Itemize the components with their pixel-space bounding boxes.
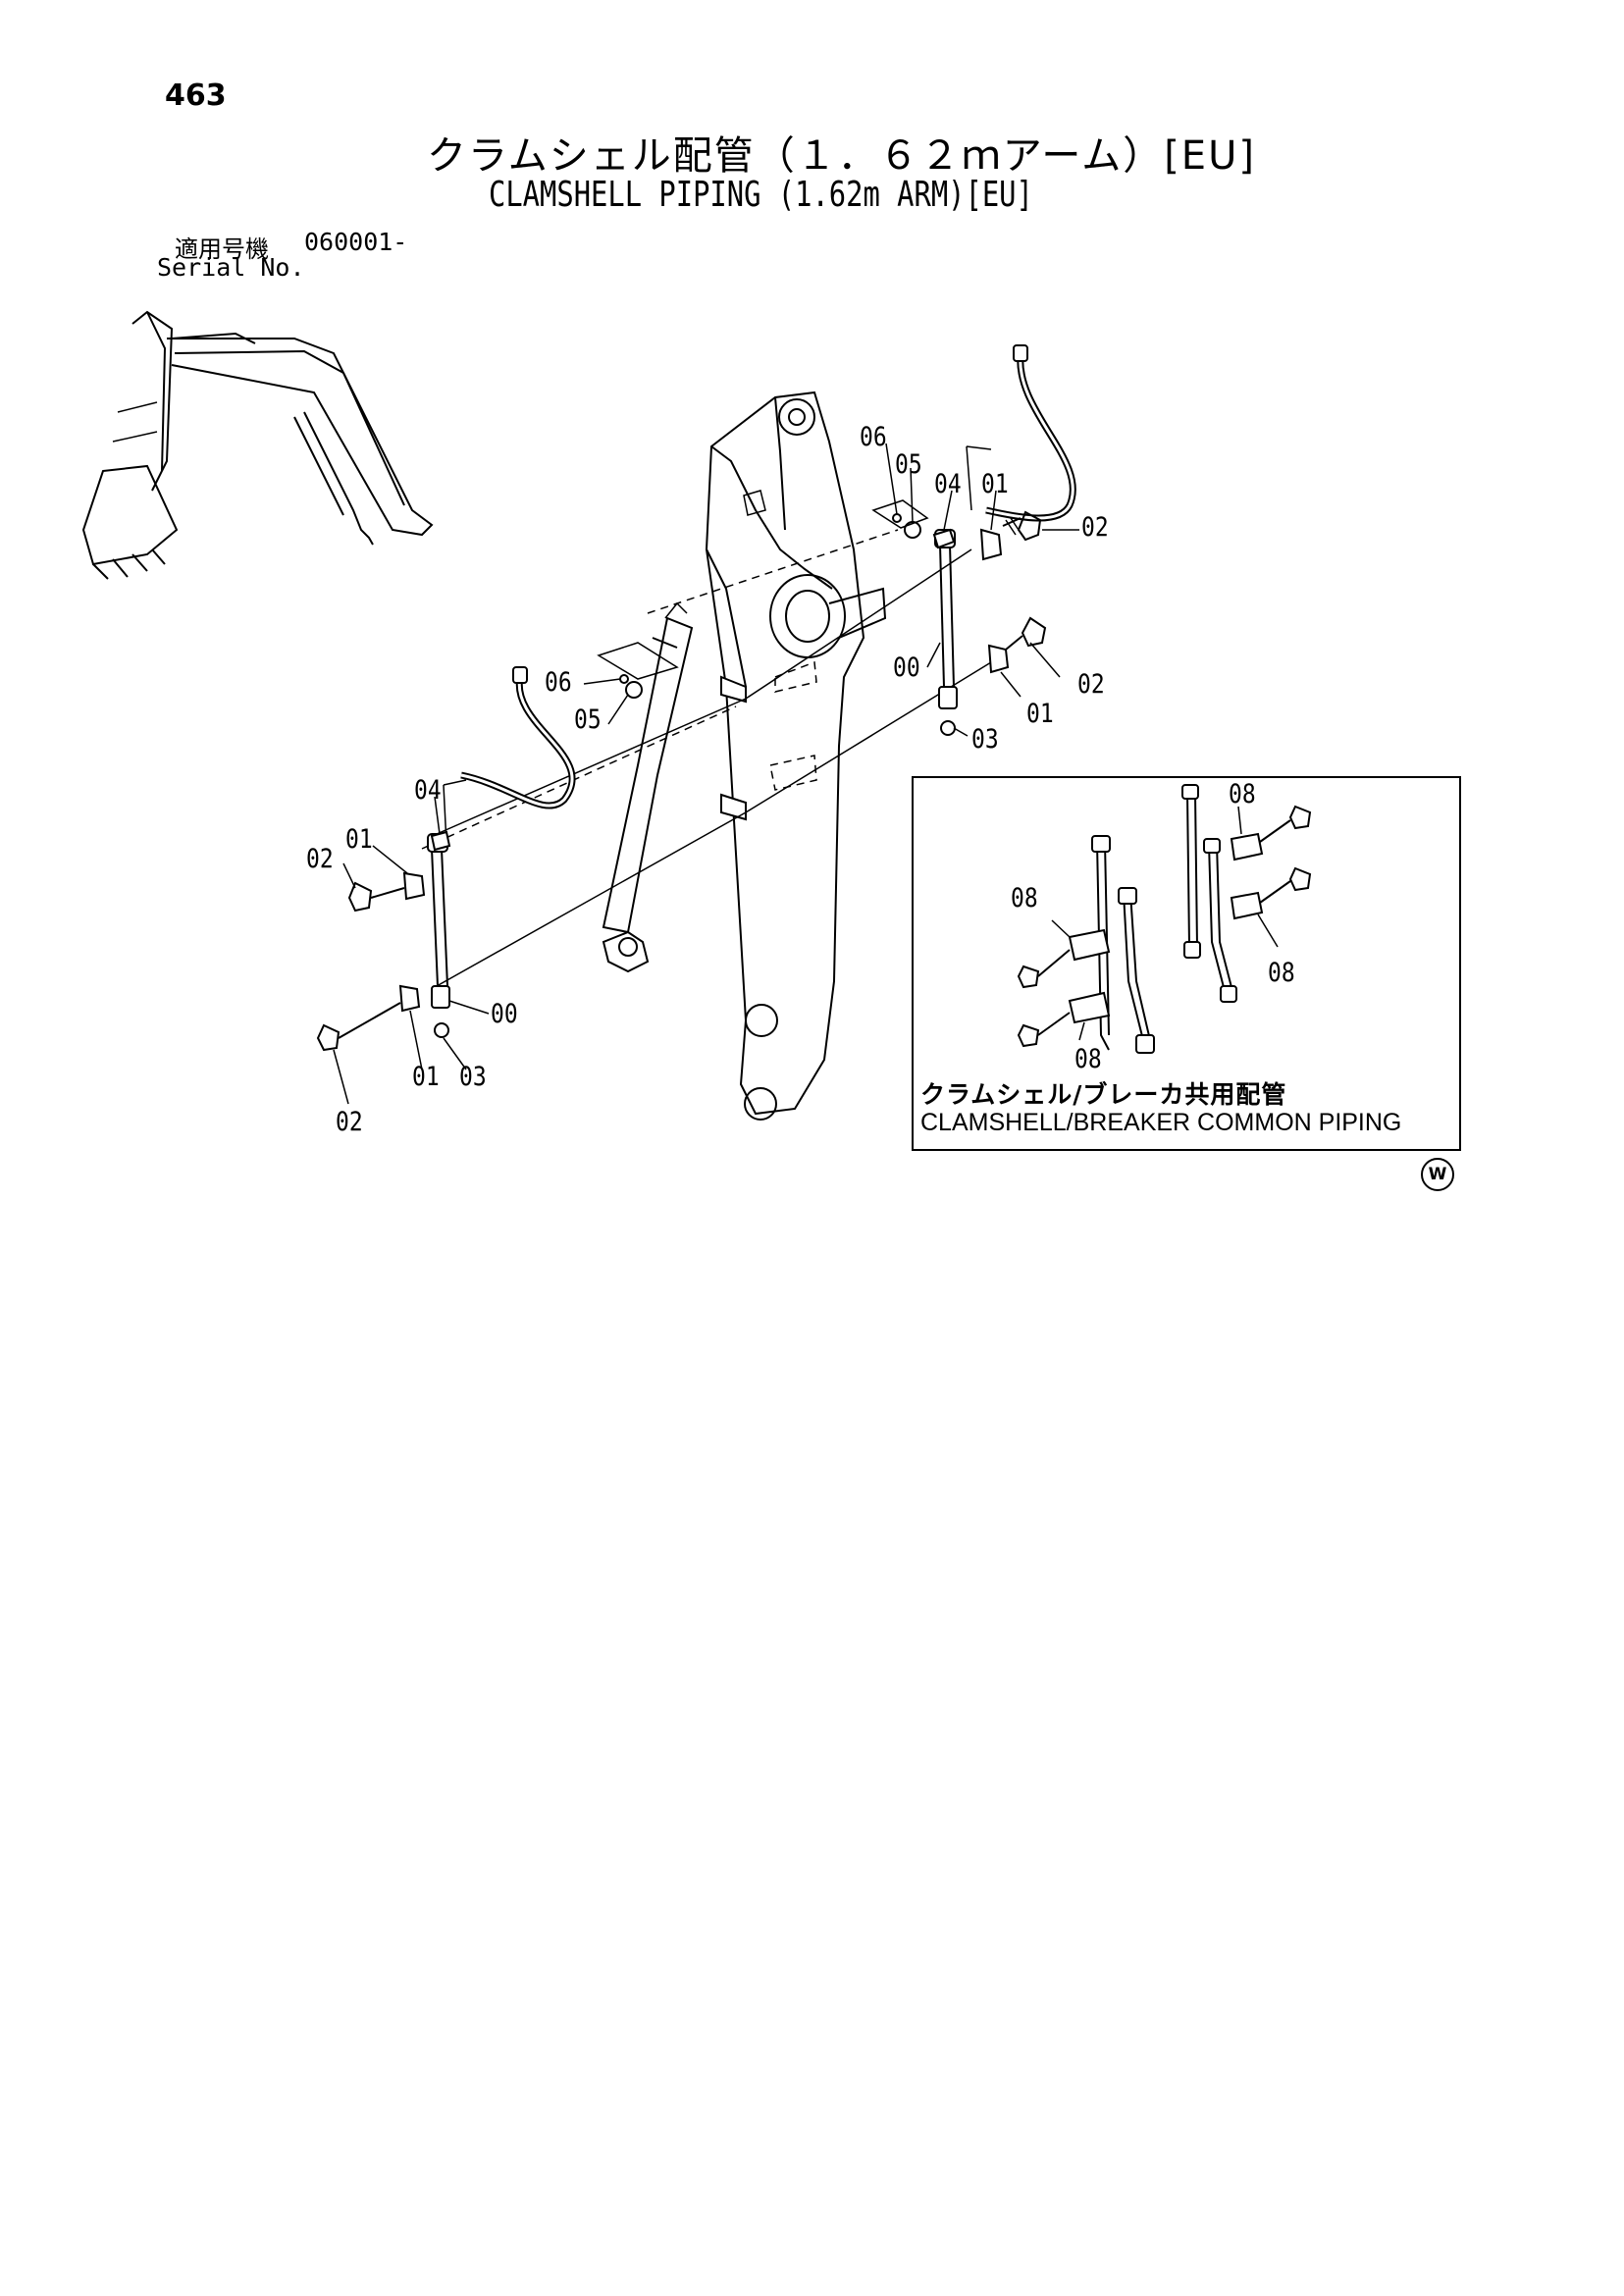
callout-05-top: 05 (895, 449, 922, 480)
callout-02-low: 02 (336, 1107, 363, 1137)
w-mark-icon: W (1421, 1158, 1454, 1191)
inset-callout-08-a: 08 (1011, 883, 1038, 913)
pipe-right (934, 529, 958, 709)
page-title-english: CLAMSHELL PIPING (1.62m ARM)[EU] (489, 175, 1033, 215)
callout-02-left: 02 (306, 844, 334, 874)
callout-04-left: 04 (414, 775, 442, 806)
callout-00-low: 00 (491, 999, 518, 1029)
routing-lines (421, 529, 992, 987)
clamp-01-left (402, 871, 426, 901)
leader-lines (333, 443, 1079, 1105)
callout-02-mid: 02 (1077, 669, 1105, 700)
nut-05-left (625, 681, 643, 699)
page-number: 463 (165, 78, 227, 113)
callout-01-mid: 01 (1026, 699, 1054, 729)
clamp-01-mid (987, 644, 1010, 674)
inset-callout-08-c: 08 (1229, 779, 1256, 809)
callout-04-top: 04 (934, 469, 962, 499)
bolt-02-mid (1005, 616, 1047, 651)
serial-number-value: 060001- (304, 228, 408, 256)
arm-body (705, 391, 887, 1121)
bolt-02-low (316, 1002, 401, 1052)
cylinder (602, 601, 694, 973)
callout-01-top: 01 (981, 469, 1009, 499)
callout-05-left: 05 (574, 704, 602, 735)
callout-01-low: 01 (412, 1062, 440, 1092)
hose-left (443, 666, 576, 845)
callout-06-top: 06 (860, 422, 887, 452)
callout-03-low: 03 (459, 1062, 487, 1092)
excavator-thumbnail (81, 310, 434, 580)
page-title-japanese: クラムシェル配管（１．６２ｍアーム）[EU] (427, 133, 1256, 179)
pipe-left (427, 833, 450, 1009)
callout-06-left: 06 (545, 667, 572, 698)
nut-03-low (434, 1022, 449, 1038)
washer-06-left (619, 674, 629, 684)
callout-03-mid: 03 (971, 724, 999, 755)
inset-common-piping (912, 776, 1461, 1151)
bolt-02-left (347, 881, 405, 913)
serial-label-english: Serial No. (157, 253, 305, 282)
washer-06-top (892, 513, 902, 523)
callout-02-top: 02 (1081, 512, 1109, 543)
plate-left (597, 642, 679, 680)
plate-top (871, 499, 929, 529)
serial-label-japanese: 適用号機 (175, 235, 269, 263)
clamp-01-low (398, 984, 421, 1013)
inset-caption-japanese: クラムシェル/ブレーカ共用配管 (920, 1080, 1287, 1109)
callout-01-left: 01 (345, 824, 373, 855)
hose-top-right (966, 344, 1076, 522)
inset-callout-08-b: 08 (1074, 1044, 1102, 1074)
bolt-02-top (1002, 510, 1042, 542)
clamp-01-top (979, 528, 1003, 561)
callout-00-mid: 00 (893, 652, 920, 683)
arm-bracket-upper (720, 675, 747, 704)
elbow-04-left (430, 830, 451, 852)
inset-callout-08-d: 08 (1268, 958, 1295, 988)
nut-05-top (904, 521, 921, 539)
nut-03-mid (940, 720, 956, 736)
elbow-04-top (932, 528, 956, 549)
arm-bracket-lower (720, 793, 747, 821)
inset-caption-english: CLAMSHELL/BREAKER COMMON PIPING (920, 1109, 1402, 1136)
